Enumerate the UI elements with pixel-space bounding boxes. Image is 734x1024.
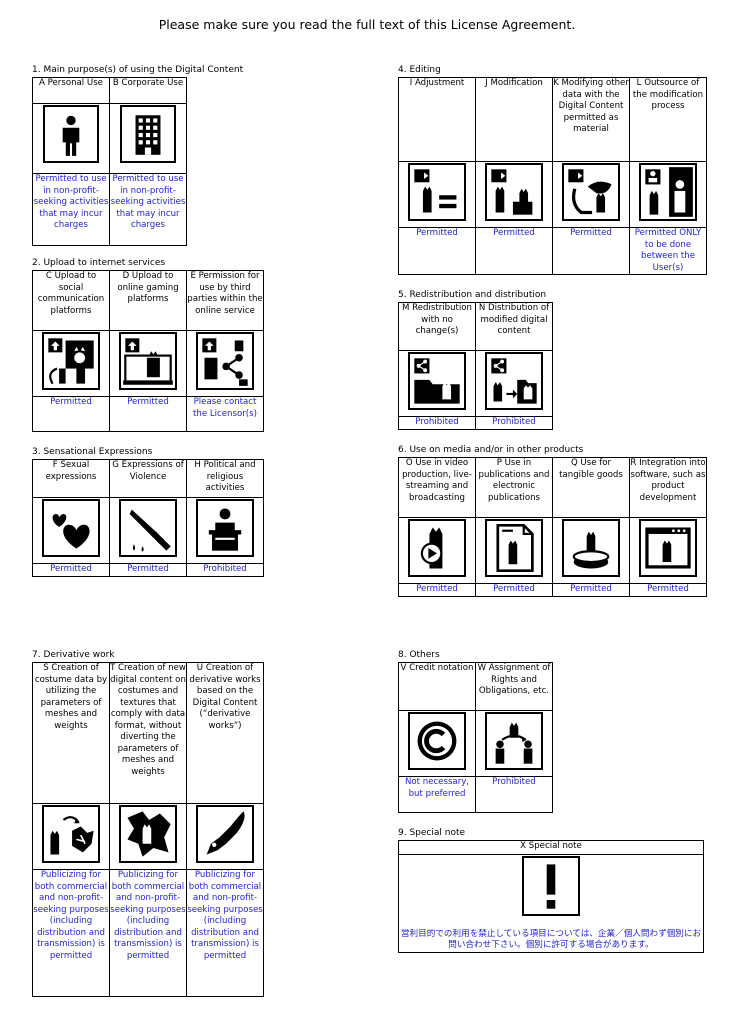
section-title: 1. Main purpose(s) of using the Digital … bbox=[32, 65, 244, 75]
item-result-assignment: Prohibited bbox=[475, 776, 553, 813]
tangible-goods-icon bbox=[562, 519, 620, 577]
item-label-upload-gaming: D Upload to online gaming platforms bbox=[109, 270, 187, 331]
item-label-redistribution: M Redistribution with no change(s) bbox=[398, 302, 476, 351]
item-result-political: Prohibited bbox=[186, 563, 264, 577]
upload-gaming-icon bbox=[119, 332, 177, 390]
item-label-costume-data: S Creation of costume data by utilizing … bbox=[32, 662, 110, 804]
item-result-credit: Not necessary, but preferred bbox=[398, 776, 476, 813]
video-icon bbox=[408, 519, 466, 577]
item-label-upload-social: C Upload to social communication platfor… bbox=[32, 270, 110, 331]
item-label-personal-use: A Personal Use bbox=[32, 77, 110, 104]
item-label-violence: G Expressions of Violence bbox=[109, 459, 187, 498]
item-label-adjustment: I Adjustment bbox=[398, 77, 476, 162]
item-result-software: Permitted bbox=[629, 583, 707, 597]
item-result-upload-social: Permitted bbox=[32, 396, 110, 432]
costume-texture-icon bbox=[119, 805, 177, 863]
assignment-icon bbox=[485, 712, 543, 770]
section-title: 2. Upload to internet services bbox=[32, 258, 166, 268]
section-main-purpose: 1. Main purpose(s) of using the Digital … bbox=[32, 65, 243, 246]
podium-icon bbox=[196, 499, 254, 557]
section-others: 8. Others V Credit notation W Assignment… bbox=[398, 650, 553, 813]
item-result-modification: Permitted bbox=[475, 227, 553, 275]
section-title: 7. Derivative work bbox=[32, 650, 115, 660]
copyright-icon bbox=[408, 712, 466, 770]
section-special-note: 9. Special note X Special note 営利目的での利用を… bbox=[398, 828, 704, 953]
section-title: 4. Editing bbox=[398, 65, 441, 75]
section-title: 3. Sensational Expressions bbox=[32, 447, 153, 457]
modification-icon bbox=[485, 163, 543, 221]
item-label-third-party: E Permission for use by third parties wi… bbox=[186, 270, 264, 331]
person-icon bbox=[43, 105, 99, 163]
knife-icon bbox=[119, 499, 177, 557]
publication-icon bbox=[485, 519, 543, 577]
upload-social-icon bbox=[42, 332, 100, 390]
modify-other-data-icon bbox=[562, 163, 620, 221]
section-upload-internet: 2. Upload to internet services C Upload … bbox=[32, 258, 264, 432]
item-label-modification: J Modification bbox=[475, 77, 553, 162]
section-title: 5. Redistribution and distribution bbox=[398, 290, 547, 300]
item-label-corporate-use: B Corporate Use bbox=[109, 77, 187, 104]
redistribution-icon bbox=[408, 352, 466, 410]
item-result-adjustment: Permitted bbox=[398, 227, 476, 275]
costume-data-icon bbox=[42, 805, 100, 863]
item-label-outsource: L Outsource of the modification process bbox=[629, 77, 707, 162]
item-result-modify-other-data: Permitted bbox=[552, 227, 630, 275]
section-title: 6. Use on media and/or in other products bbox=[398, 445, 584, 455]
section-derivative-work: 7. Derivative work S Creation of costume… bbox=[32, 650, 264, 997]
item-result-third-party: Please contact the Licensor(s) bbox=[186, 396, 264, 432]
item-label-video: O Use in video production, live-streamin… bbox=[398, 457, 476, 518]
section-title: 9. Special note bbox=[398, 828, 466, 838]
outsource-icon bbox=[639, 163, 697, 221]
item-result-costume-data: Publicizing for both commercial and non-… bbox=[32, 869, 110, 997]
item-label-distribution-modified: N Distribution of modified digital conte… bbox=[475, 302, 553, 351]
section-sensational-expressions: 3. Sensational Expressions F Sexual expr… bbox=[32, 447, 264, 577]
item-label-modify-other-data: K Modifying other data with the Digital … bbox=[552, 77, 630, 162]
software-icon bbox=[639, 519, 697, 577]
item-result-tangible-goods: Permitted bbox=[552, 583, 630, 597]
item-label-sexual: F Sexual expressions bbox=[32, 459, 110, 498]
item-label-assignment: W Assignment of Rights and Obligations, … bbox=[475, 662, 553, 711]
item-result-corporate-use: Permitted to use in non-profit-seeking a… bbox=[109, 173, 187, 246]
item-result-upload-gaming: Permitted bbox=[109, 396, 187, 432]
item-label-derivative-works: U Creation of derivative works based on … bbox=[186, 662, 264, 804]
section-title: 8. Others bbox=[398, 650, 440, 660]
item-label-costume-texture: T Creation of new digital content on cos… bbox=[109, 662, 187, 804]
item-label-software: R Integration into software, such as pro… bbox=[629, 457, 707, 518]
building-icon bbox=[120, 105, 176, 163]
section-editing: 4. Editing I Adjustment J Modification K… bbox=[398, 65, 707, 275]
item-result-violence: Permitted bbox=[109, 563, 187, 577]
pen-nib-icon bbox=[196, 805, 254, 863]
item-result-special-note: 営利目的での利用を禁止している項目については、企業／個人問わず個別にお問い合わせ… bbox=[398, 928, 704, 953]
item-result-video: Permitted bbox=[398, 583, 476, 597]
item-label-tangible-goods: Q Use for tangible goods bbox=[552, 457, 630, 518]
item-label-political: H Political and religious activities bbox=[186, 459, 264, 498]
item-result-costume-texture: Publicizing for both commercial and non-… bbox=[109, 869, 187, 997]
adjustment-icon bbox=[408, 163, 466, 221]
share-third-party-icon bbox=[196, 332, 254, 390]
item-result-derivative-works: Publicizing for both commercial and non-… bbox=[186, 869, 264, 997]
section-media-products: 6. Use on media and/or in other products… bbox=[398, 445, 707, 597]
item-label-publication: P Use in publications and electronic pub… bbox=[475, 457, 553, 518]
item-result-distribution-modified: Prohibited bbox=[475, 416, 553, 430]
item-label-credit: V Credit notation bbox=[398, 662, 476, 711]
item-result-personal-use: Permitted to use in non-profit-seeking a… bbox=[32, 173, 110, 246]
item-label-special-note: X Special note bbox=[398, 840, 704, 855]
item-result-publication: Permitted bbox=[475, 583, 553, 597]
hearts-icon bbox=[42, 499, 100, 557]
item-result-redistribution: Prohibited bbox=[398, 416, 476, 430]
item-result-outsource: Permitted ONLY to be done between the Us… bbox=[629, 227, 707, 275]
distribution-modified-icon bbox=[485, 352, 543, 410]
page-title: Please make sure you read the full text … bbox=[158, 17, 576, 32]
exclamation-icon bbox=[522, 856, 580, 916]
item-result-sexual: Permitted bbox=[32, 563, 110, 577]
section-redistribution: 5. Redistribution and distribution M Red… bbox=[398, 290, 553, 430]
